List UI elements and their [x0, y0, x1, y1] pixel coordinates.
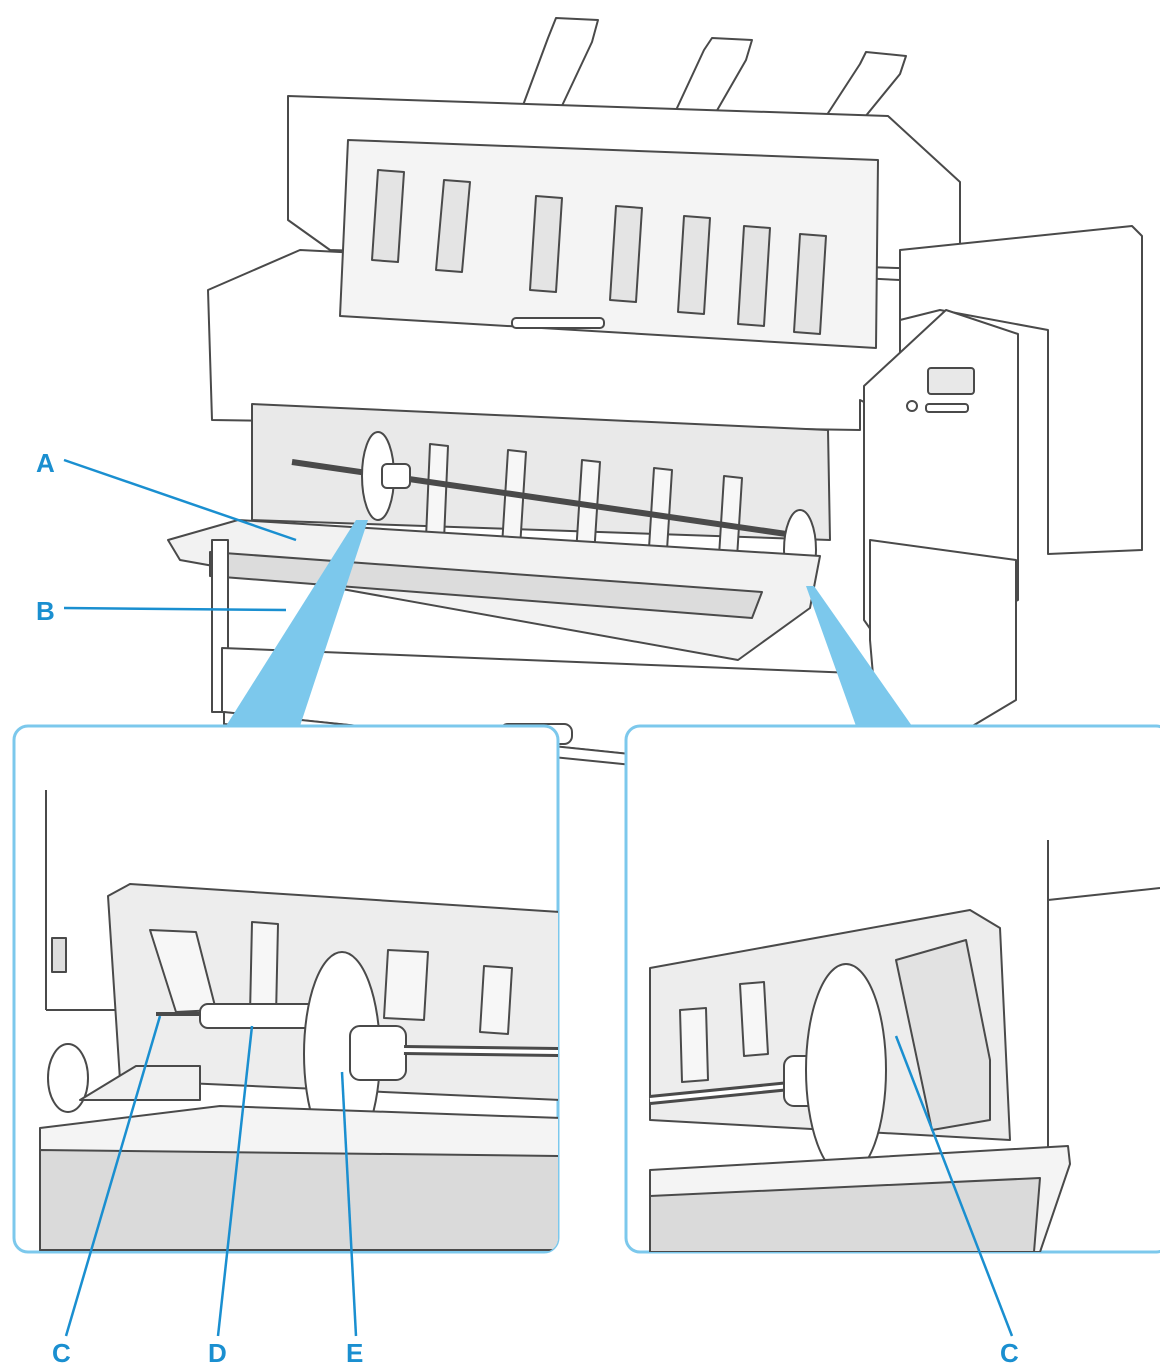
callout-b: B [36, 596, 55, 626]
leader-c-right [894, 1035, 1014, 1337]
power-button [906, 400, 918, 412]
leader-lines [63, 458, 1014, 1337]
leader-c-left [64, 1015, 162, 1337]
zoom-beam-right [806, 586, 912, 726]
leader-d [216, 1025, 254, 1337]
detail-panel-left [12, 724, 560, 1254]
display-screen [927, 367, 975, 395]
detail-panel-right [624, 724, 1160, 1254]
zoom-beam-left [226, 520, 368, 726]
leader-a [63, 458, 297, 542]
panel-button [925, 403, 969, 413]
callout-c-right: C [1000, 1338, 1019, 1368]
callout-e: E [346, 1338, 364, 1368]
zoom-beams [226, 520, 912, 726]
stacker-handle [511, 317, 605, 329]
callout-c-left: C [52, 1338, 71, 1368]
leader-b [63, 606, 287, 612]
callout-a: A [36, 448, 55, 478]
stacker-guides [371, 169, 827, 335]
roll-holder-stopper-right [805, 963, 887, 1177]
roll-opening [251, 403, 831, 541]
callout-d: D [208, 1338, 227, 1368]
leader-e [340, 1071, 358, 1337]
side-unit [899, 225, 1143, 555]
